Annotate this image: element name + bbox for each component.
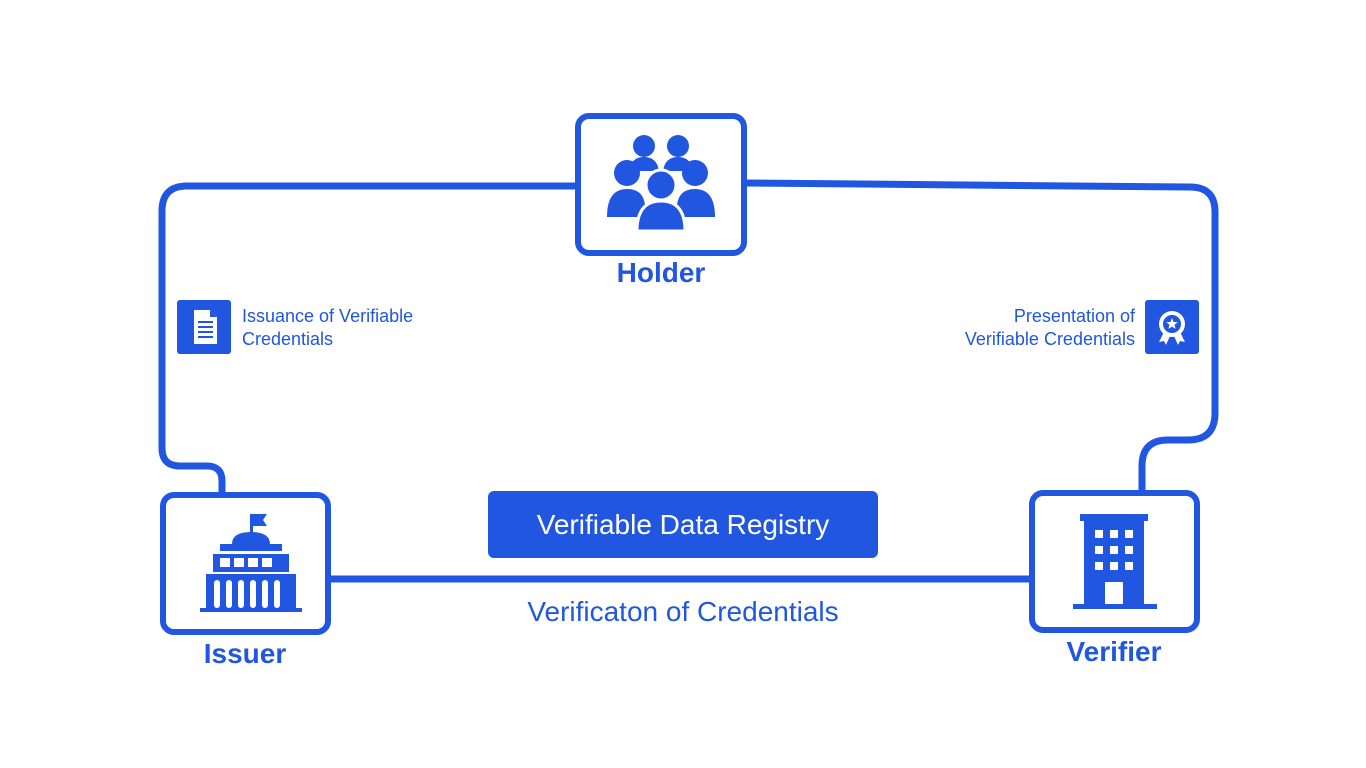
holder-node: [575, 113, 747, 256]
connector-holder-verifier: [743, 179, 1219, 495]
government-building-icon: [200, 514, 302, 612]
users-group-icon: [607, 135, 715, 233]
issuer-label: Issuer: [203, 638, 287, 669]
issuance-label-line1: Issuance of Verifiable: [242, 306, 414, 326]
presentation-label-line2: Verifiable Credentials: [964, 329, 1135, 349]
connector-holder-issuer: [158, 182, 578, 498]
document-icon: [194, 310, 217, 344]
holder-label: Holder: [616, 257, 706, 288]
issuance-icon-box: [177, 300, 231, 354]
issuance-label-line2: Credentials: [242, 329, 334, 349]
verifier-label: Verifier: [1066, 636, 1162, 667]
issuer-node: [160, 492, 331, 635]
presentation-label-line1: Presentation of: [1013, 306, 1135, 326]
presentation-icon-box: [1145, 300, 1199, 354]
issuance-label: Issuance of Verifiable Credentials: [242, 305, 413, 351]
presentation-label: Presentation of Verifiable Credentials: [935, 305, 1135, 351]
verifiable-data-registry: Verifiable Data Registry: [488, 491, 878, 558]
verification-label: Verificaton of Credentials: [527, 596, 839, 627]
verifier-node: [1029, 490, 1200, 633]
certificate-badge-icon: [1159, 311, 1185, 345]
office-building-icon: [1073, 514, 1157, 609]
